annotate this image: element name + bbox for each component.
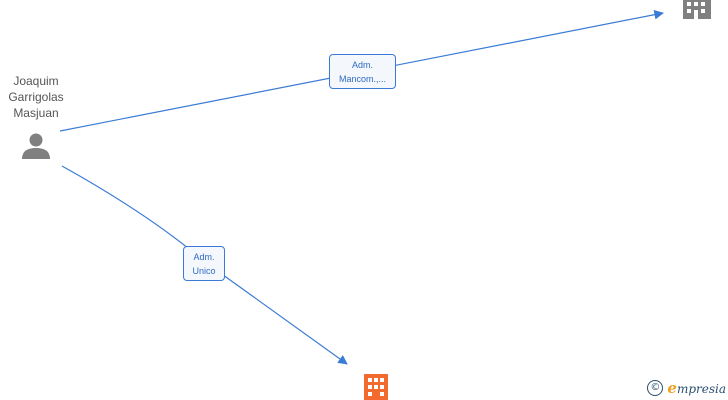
building-icon[interactable]	[364, 374, 388, 400]
brand-name: mpresia	[676, 382, 726, 396]
person-name[interactable]: Joaquim Garrigolas Masjuan	[8, 74, 64, 120]
brand-initial: e	[667, 379, 677, 397]
person-icon[interactable]	[22, 133, 50, 160]
edge-label-adm-unico[interactable]: Adm. Unico	[183, 246, 225, 281]
brand-logo: empresia	[667, 379, 726, 397]
building-icon[interactable]	[683, 0, 711, 19]
empresia-watermark: © empresia	[647, 378, 726, 398]
copyright-icon: ©	[647, 380, 664, 396]
edge-label-adm-mancom[interactable]: Adm. Mancom.,...	[329, 54, 396, 89]
